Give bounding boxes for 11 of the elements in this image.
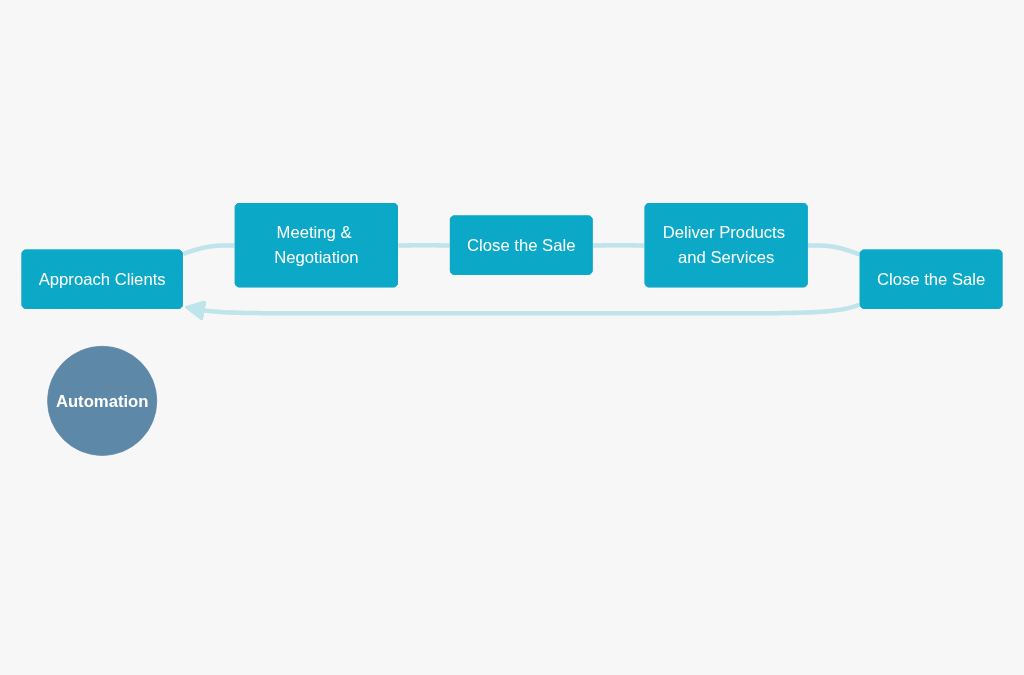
connector-line [806,243,862,257]
connector-line [181,243,237,256]
center-circle: Automation [47,345,158,456]
arrow [184,300,860,322]
process-box: Meeting & Negotiation [234,203,398,288]
process-box: Close the Sale [450,215,593,275]
connector-line [591,243,647,248]
connector-line [396,243,452,248]
process-box: Close the Sale [859,249,1003,309]
process-box: Deliver Products and Services [644,203,808,288]
process-box: Approach Clients [21,249,183,309]
